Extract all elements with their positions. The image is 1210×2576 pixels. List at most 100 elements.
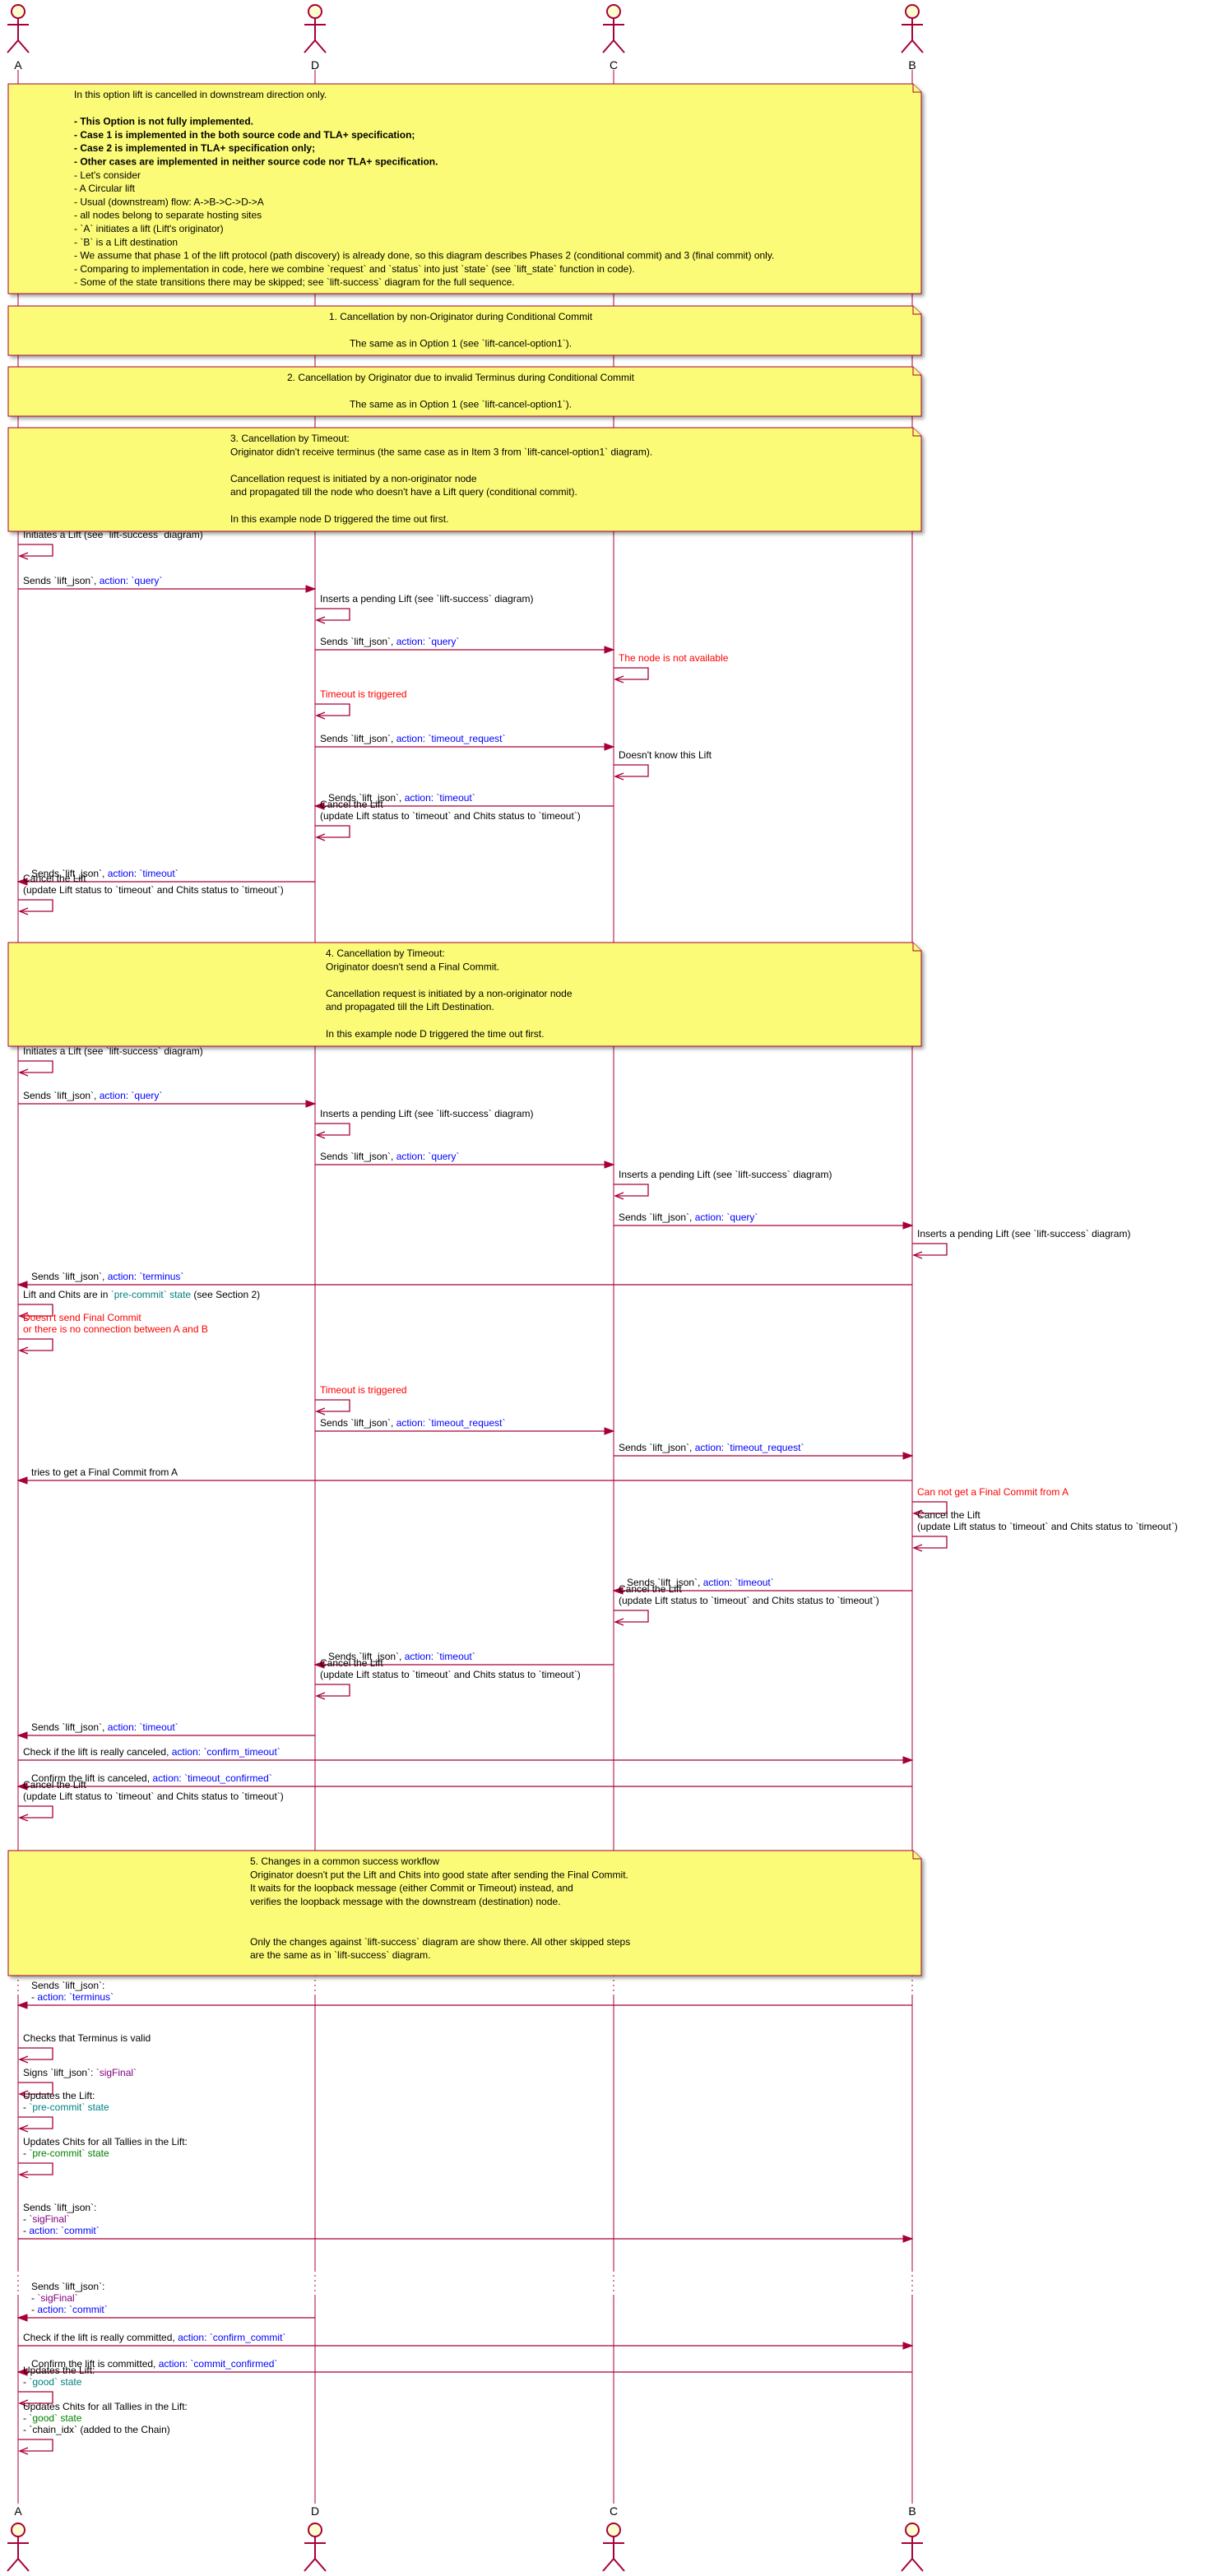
note-line: The same as in Option 1 (see `lift-cance… [350, 399, 572, 410]
arrowhead-icon [16, 2001, 28, 2009]
message-text: - `sigFinal` [31, 2292, 78, 2304]
text-span: action: `query` [100, 1090, 163, 1101]
arrowhead-icon [16, 2314, 28, 2322]
note-line: are the same as in `lift-success` diagra… [250, 1949, 430, 1961]
message: Doesn't know this Lift [614, 749, 712, 781]
message-text: Sends `lift_json`, action: `query` [619, 1212, 758, 1223]
message: Check if the lift is really canceled, ac… [18, 1746, 914, 1764]
text-span: - [23, 2412, 29, 2424]
message-text: Cancel the Lift [320, 1657, 383, 1669]
message-text: Signs `lift_json`: `sigFinal` [23, 2067, 137, 2078]
message: Can not get a Final Commit from A [912, 1486, 1069, 1517]
text-span: Check if the lift is really canceled, [23, 1746, 172, 1758]
message-text: - `pre-commit` state [23, 2101, 109, 2113]
arrowhead-icon [18, 2055, 29, 2064]
message-text: - `pre-commit` state [23, 2147, 109, 2159]
text-span: Confirm the lift is committed, [31, 2358, 159, 2370]
message-text: Sends `lift_json`, action: `query` [320, 636, 459, 647]
notes: In this option lift is cancelled in down… [7, 83, 922, 1976]
note-line: - `A` initiates a lift (Lift's originato… [74, 223, 224, 234]
message: Initiates a Lift (see `lift-success` dia… [18, 1045, 203, 1077]
message-text: Check if the lift is really canceled, ac… [23, 1746, 280, 1758]
text-span: Cancel the Lift [23, 873, 86, 884]
arrowhead-icon [315, 1131, 326, 1139]
note-line: - Comparing to implementation in code, h… [74, 263, 635, 275]
message-text: Inserts a pending Lift (see `lift-succes… [619, 1169, 832, 1180]
text-span: `pre-commit` state [111, 1289, 192, 1300]
text-span: Sends `lift_json`, [627, 1577, 703, 1588]
text-span: action: `query` [396, 636, 460, 647]
arrowhead-icon [902, 1221, 914, 1230]
arrowhead-icon [16, 1731, 28, 1740]
message-text: Sends `lift_json`: [23, 2202, 96, 2213]
actor-label: B [908, 2504, 916, 2518]
text-span: Updates Chits for all Tallies in the Lif… [23, 2401, 188, 2412]
text-span: Sends `lift_json`: [23, 2202, 96, 2213]
self-message-line [18, 1304, 53, 1317]
message: Confirm the lift is committed, action: `… [16, 2358, 912, 2376]
text-span: action: `confirm_timeout` [172, 1746, 280, 1758]
message-text: Sends `lift_json`, action: `query` [320, 1151, 459, 1162]
note-line: - We assume that phase 1 of the lift pro… [74, 250, 774, 262]
arrowhead-icon [16, 1476, 28, 1485]
note-line: - A Circular lift [74, 183, 136, 194]
note-line: Originator doesn't send a Final Commit. [326, 961, 499, 972]
arrowhead-icon [315, 711, 326, 720]
note-line: 4. Cancellation by Timeout: [326, 947, 445, 959]
text-span: (update Lift status to `timeout` and Chi… [320, 1669, 581, 1680]
message-text: Lift and Chits are in `pre-commit` state… [23, 1289, 260, 1300]
note: 4. Cancellation by Timeout: Originator do… [7, 942, 922, 1047]
actor-label: D [311, 58, 319, 72]
arrowhead-icon [902, 1756, 914, 1764]
message: Inserts a pending Lift (see `lift-succes… [315, 1108, 533, 1139]
text-span: - [23, 2213, 29, 2225]
text-span: Cancel the Lift [320, 799, 383, 810]
text-span: Lift and Chits are in [23, 1289, 111, 1300]
self-message-line [315, 1399, 350, 1412]
actor-figure-icon [7, 4, 30, 53]
message-text: (update Lift status to `timeout` and Chi… [619, 1595, 879, 1606]
message-text: - `good` state [23, 2412, 82, 2424]
arrowhead-icon [902, 2235, 914, 2243]
message: Sends `lift_json`, action: `query` [315, 1151, 615, 1169]
text-span: Cancel the Lift [619, 1583, 682, 1595]
text-span: action: `timeout_confirmed` [152, 1772, 271, 1784]
text-span: Inserts a pending Lift (see `lift-succes… [320, 593, 533, 605]
message: Lift and Chits are in `pre-commit` state… [18, 1289, 260, 1320]
message-text: Updates the Lift: [23, 2365, 95, 2376]
text-span: Sends `lift_json`, [328, 792, 405, 804]
text-span: - [31, 2292, 37, 2304]
note-line: Only the changes against `lift-success` … [250, 1936, 630, 1948]
note-line: verifies the loopback message with the d… [250, 1896, 561, 1907]
arrowhead-icon [18, 1346, 29, 1355]
text-span: Checks that Terminus is valid [23, 2032, 151, 2044]
note-line: - all nodes belong to separate hosting s… [74, 210, 262, 221]
actor-label: C [610, 2504, 618, 2518]
message: Cancel the Lift(update Lift status to `t… [315, 799, 581, 841]
arrowhead-icon [18, 2124, 29, 2133]
text-span: `good` state [29, 2376, 81, 2388]
message: Checks that Terminus is valid [18, 2032, 151, 2064]
note-line: Originator didn't receive terminus (the … [230, 446, 652, 457]
text-span: - [23, 2147, 29, 2159]
text-span: action: `commit` [37, 2304, 107, 2315]
text-span: Signs `lift_json`: [23, 2067, 96, 2078]
text-span: Sends `lift_json`, [328, 1651, 405, 1662]
actor-label: C [610, 58, 618, 72]
message-text: tries to get a Final Commit from A [31, 1466, 178, 1478]
text-span: Sends `lift_json`, [23, 575, 100, 586]
actor-B-top: B [901, 4, 924, 72]
self-message-line [614, 667, 649, 680]
text-span: action: `timeout` [108, 868, 178, 879]
note-line: It waits for the loopback message (eithe… [250, 1883, 573, 1894]
self-message-line [614, 1184, 649, 1197]
self-message-line [315, 1123, 350, 1136]
arrowhead-icon [315, 1407, 326, 1415]
messages: Initiates a Lift (see `lift-success` dia… [16, 529, 1178, 2455]
text-span: - [31, 1991, 37, 2003]
message-text: - action: `commit` [23, 2225, 100, 2236]
note-line: and propagated till the Lift Destination… [326, 1001, 494, 1012]
